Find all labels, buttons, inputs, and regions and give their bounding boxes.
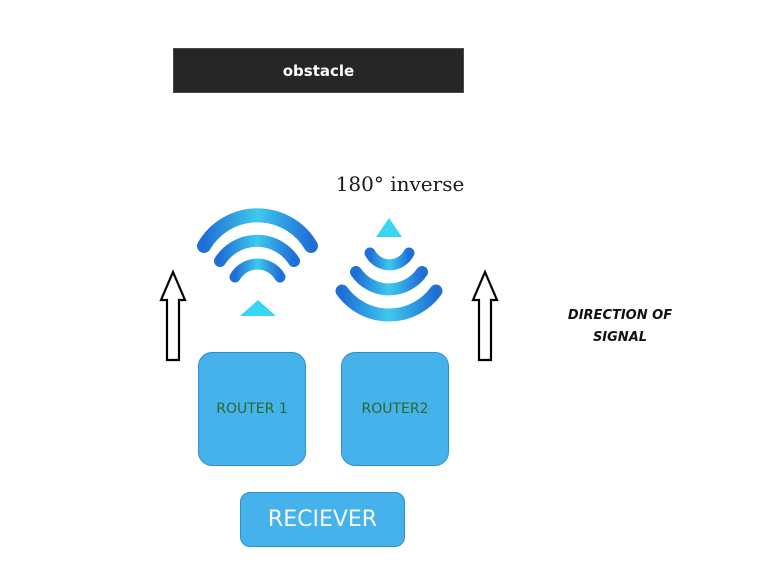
router-2-box: ROUTER2 <box>341 352 449 466</box>
direction-line-2: SIGNAL <box>592 330 648 345</box>
obstacle-block: obstacle <box>173 48 464 93</box>
wifi-dot <box>240 300 276 316</box>
up-arrow-icon-right <box>471 269 499 362</box>
router-2-label: ROUTER2 <box>361 401 429 417</box>
wifi-arc-inner <box>229 258 286 283</box>
wifi-inverse-arc-outer <box>335 284 443 322</box>
wifi-arc-middle <box>214 234 300 267</box>
up-arrow-icon-left <box>159 269 187 362</box>
wifi-inverse-arc-middle <box>350 266 428 296</box>
router-1-box: ROUTER 1 <box>198 352 306 466</box>
obstacle-label: obstacle <box>282 61 355 80</box>
wifi-inverse-icon <box>335 218 443 322</box>
wifi-inverse-dot <box>376 218 402 237</box>
direction-line-1: DIRECTION OF <box>567 308 673 323</box>
wifi-inverse-arc-inner <box>364 247 415 271</box>
inverse-caption: 180° inverse <box>335 172 465 196</box>
wifi-arc-outer <box>197 208 318 253</box>
router-1-label: ROUTER 1 <box>216 401 288 417</box>
wifi-icon <box>197 208 318 316</box>
direction-of-signal-label: DIRECTION OF SIGNAL <box>555 305 685 349</box>
receiver-box: RECIEVER <box>240 492 405 547</box>
receiver-label: RECIEVER <box>267 507 378 532</box>
